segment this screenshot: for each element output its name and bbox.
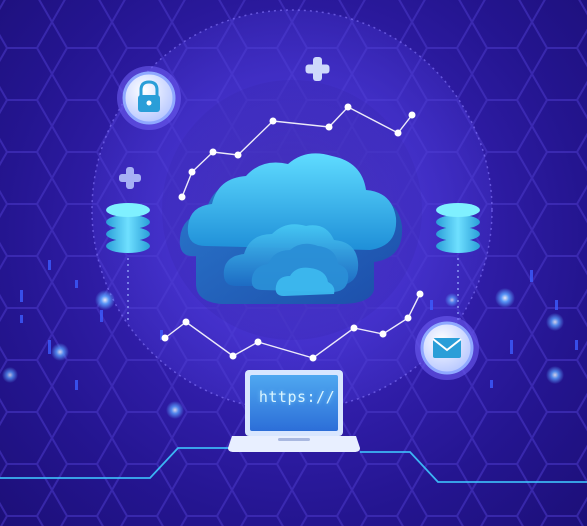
laptop-screen-url: https://: [258, 388, 336, 406]
